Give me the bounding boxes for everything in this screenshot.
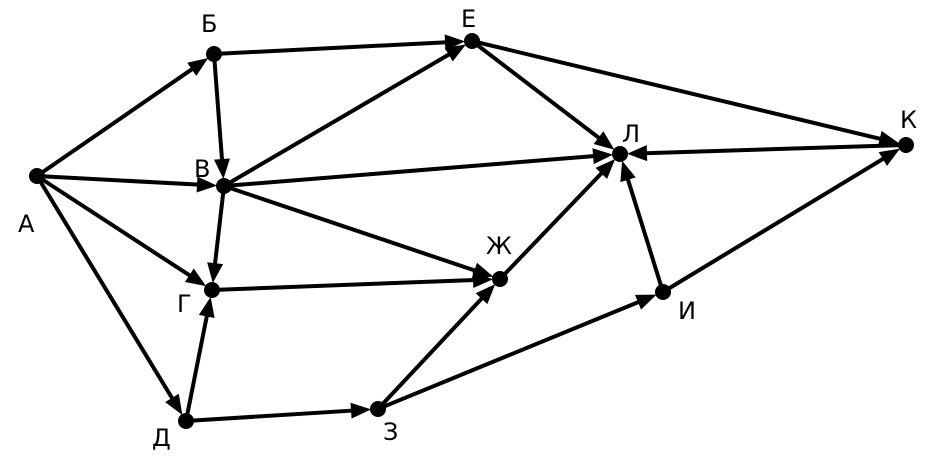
node-a (29, 168, 45, 184)
edge-i-k (661, 148, 901, 294)
edge-line (222, 51, 453, 188)
edge-line (35, 174, 202, 187)
edge-line (470, 39, 603, 141)
edge-line (376, 295, 485, 411)
edge-line (661, 155, 887, 294)
arrowhead-icon (444, 34, 466, 51)
edge-line (498, 170, 605, 281)
edge-line (35, 66, 196, 178)
arrowhead-icon (878, 148, 901, 166)
edge-e-k (470, 39, 900, 147)
node-label-zh: Ж (486, 232, 512, 260)
edge-line (35, 174, 194, 279)
node-label-a: А (18, 210, 35, 238)
node-g (204, 282, 220, 298)
edge-line (35, 174, 176, 402)
nodes-layer (29, 33, 914, 429)
edge-a-b (35, 57, 209, 178)
edge-e-l (470, 39, 615, 150)
arrowhead-icon (350, 402, 372, 419)
edge-line (642, 143, 908, 156)
edge-line (184, 312, 210, 423)
arrowhead-icon (213, 158, 230, 180)
edge-line (222, 154, 598, 188)
node-label-v: В (194, 155, 210, 183)
node-label-e: Е (461, 5, 476, 33)
edge-line (222, 184, 479, 274)
node-label-z: З (383, 418, 398, 446)
arrowhead-icon (444, 44, 466, 62)
edge-k-l (626, 143, 908, 162)
edge-z-i (376, 294, 657, 411)
edge-line (625, 175, 665, 294)
edge-line (212, 52, 225, 164)
edge-b-e (212, 34, 466, 56)
arrowhead-icon (592, 148, 614, 165)
node-label-b: Б (201, 10, 217, 38)
edge-line (376, 299, 642, 411)
node-e (464, 33, 480, 49)
node-label-g: Г (177, 290, 192, 318)
node-zh (492, 271, 508, 287)
arrowhead-icon (634, 294, 657, 310)
labels-layer: А Б В Г Д Е Ж З И К Л (18, 5, 917, 452)
edge-line (470, 39, 884, 142)
edge-d-z (184, 402, 372, 423)
edges-layer (35, 34, 908, 423)
edge-a-v (35, 174, 218, 193)
arrowhead-icon (187, 57, 209, 76)
edge-d-g (184, 296, 215, 423)
edge-g-zh (210, 272, 494, 292)
node-l (612, 146, 628, 162)
node-z (370, 401, 386, 417)
edge-line (184, 408, 356, 423)
node-v (216, 178, 232, 194)
node-label-l: Л (622, 120, 640, 148)
edge-z-zh (376, 284, 496, 411)
arrowhead-icon (626, 145, 648, 162)
arrowhead-icon (185, 268, 207, 287)
arrowhead-icon (595, 159, 616, 180)
node-i (655, 284, 671, 300)
edge-i-l (620, 160, 665, 294)
arrowhead-icon (620, 160, 636, 183)
edge-v-e (222, 44, 466, 188)
edge-line (212, 40, 450, 56)
arrowhead-icon (877, 130, 900, 147)
node-label-k: К (900, 106, 917, 134)
arrowhead-icon (196, 176, 218, 193)
edge-zh-l (498, 159, 616, 281)
edge-a-d (35, 174, 183, 416)
arrowhead-icon (165, 393, 183, 416)
edge-v-g (207, 184, 226, 284)
edge-a-g (35, 174, 207, 287)
node-d (178, 413, 194, 429)
arrowhead-icon (475, 284, 496, 305)
arrowhead-icon (472, 272, 494, 289)
edge-v-zh (222, 184, 494, 278)
node-b (206, 46, 222, 62)
edge-line (212, 184, 226, 268)
node-label-i: И (678, 297, 696, 325)
node-label-d: Д (152, 424, 171, 452)
arrowhead-icon (207, 262, 224, 284)
edge-b-v (212, 52, 230, 180)
arrowhead-icon (198, 296, 215, 319)
edge-line (210, 277, 478, 292)
node-k (898, 137, 914, 153)
edge-v-l (222, 148, 614, 188)
arrowhead-icon (593, 131, 615, 150)
